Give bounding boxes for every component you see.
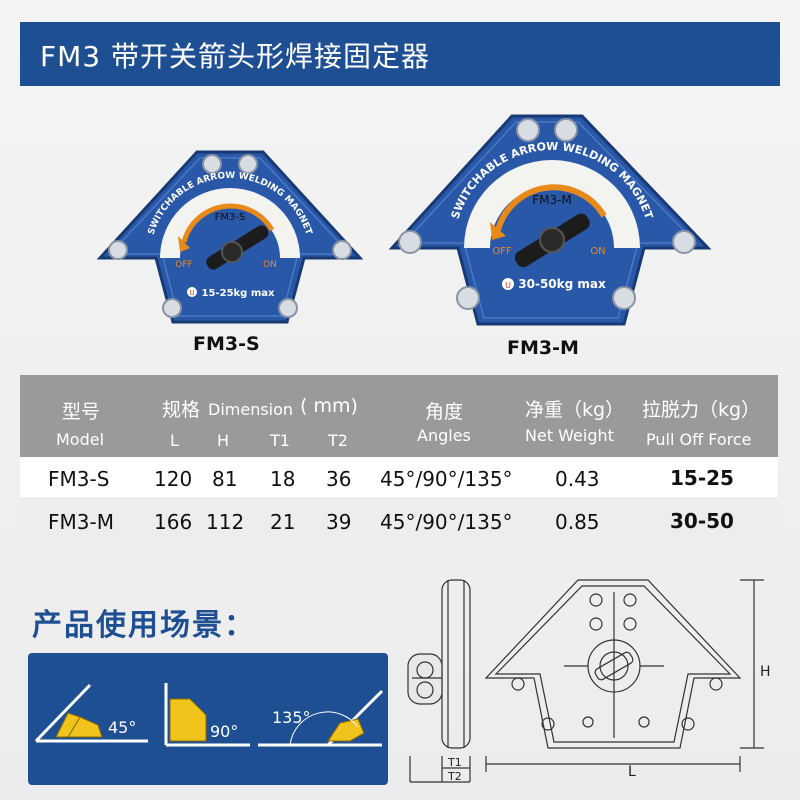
on-label-s: ON [263,260,277,270]
header-dim-unit: ( mm) [300,395,358,417]
usage-90-scene: 90° [164,683,250,747]
header-dim-en: Dimension [208,400,294,419]
spec-table-header [20,375,778,457]
row2-T2: 39 [326,510,352,534]
header-T2: T2 [328,431,348,450]
product-image-fm3-s: SWITCHABLE ARROW WELDING MAGNET FM3-S OF… [96,150,364,324]
dim-H-label: H [760,664,771,680]
row2-L: 166 [154,510,193,534]
off-label-s: OFF [175,260,192,270]
product-image-fm3-m: SWITCHABLE ARROW WELDING MAGNET FM3-M OF… [388,114,712,326]
row1-angles: 45°/90°/135° [380,467,513,491]
usage-title: 产品使用场景： [32,608,256,643]
row1-T2: 36 [326,467,352,491]
header-model-cn: 型号 [62,401,101,423]
svg-text:U: U [189,289,194,297]
load-rating-m: 30-50kg max [518,277,606,291]
usage-panel: 45° 90° 135° [28,653,388,785]
table-row [20,457,778,497]
spec-table: 型号 Model 规格 Dimension ( mm) L H T1 T2 角度… [20,375,778,543]
usage-135-label: 135° [272,708,311,727]
title-banner: FM3 带开关箭头形焊接固定器 [20,22,780,86]
usage-45-label: 45° [108,718,136,737]
row2-T1: 21 [270,510,296,534]
usage-135-scene: 135° [258,689,384,747]
header-angle-en: Angles [417,426,471,445]
on-label-m: ON [590,246,605,257]
svg-text:U: U [505,281,511,290]
load-rating-s: 15-25kg max [202,288,275,299]
row2-H: 112 [206,510,245,534]
header-weight-en: Net Weight [525,426,614,445]
dim-T1-label: T1 [447,756,462,769]
row1-H: 81 [212,467,238,491]
caption-fm3-m: FM3-M [507,337,579,359]
usage-90-label: 90° [210,722,238,741]
header-pull-cn: 拉脱力（kg） [642,399,761,421]
usage-45-scene: 45° [34,683,148,743]
dim-T2-label: T2 [447,770,462,783]
row1-weight: 0.43 [555,467,600,491]
header-L: L [170,431,179,450]
row2-angles: 45°/90°/135° [380,510,513,534]
model-label-s: FM3-S [215,212,246,223]
dim-L-label: L [628,764,636,780]
header-angle-cn: 角度 [425,401,464,423]
usage-illustrations: 45° 90° 135° [34,683,384,747]
header-dim-cn: 规格 [162,399,201,421]
page-title: FM3 带开关箭头形焊接固定器 [40,40,430,73]
header-T1: T1 [270,431,290,450]
row1-model: FM3-S [48,467,110,491]
header-pull-en: Pull Off Force [646,430,752,449]
row2-model: FM3-M [48,510,114,534]
row1-pull: 15-25 [670,466,734,490]
row2-pull: 30-50 [670,509,734,533]
off-label-m: OFF [492,246,512,257]
header-H: H [217,431,230,450]
switch-handle-s [206,225,269,270]
model-label-m: FM3-M [532,193,572,207]
technical-drawing: H L T1 T2 [407,579,771,783]
caption-fm3-s: FM3-S [193,333,260,355]
header-model-en: Model [56,430,105,449]
table-row [20,497,778,541]
row2-weight: 0.85 [555,510,600,534]
header-weight-cn: 净重（kg） [525,399,625,421]
switch-handle-m [514,213,590,268]
row1-L: 120 [154,467,193,491]
row1-T1: 18 [270,467,296,491]
